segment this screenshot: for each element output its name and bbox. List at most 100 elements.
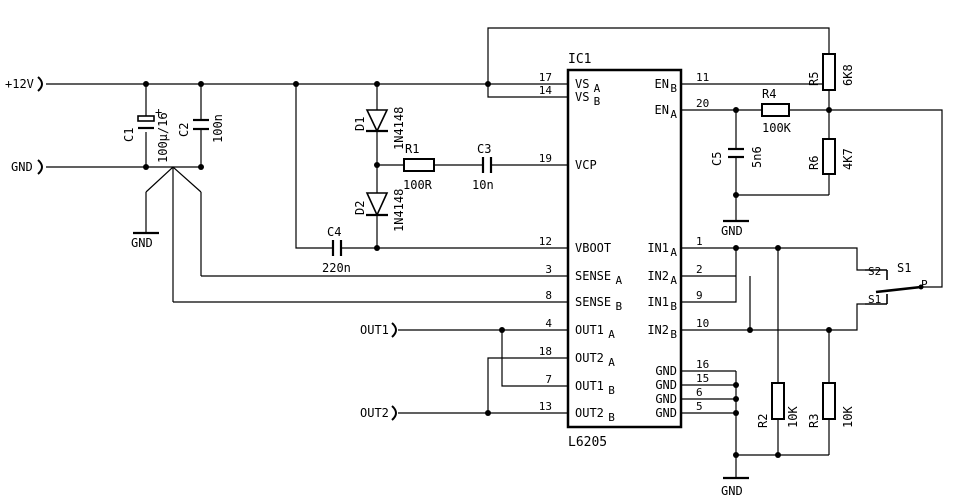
resistor-r6: R6 4K7 [807, 138, 855, 175]
ic-pin-label-left-3: VBOOT [575, 241, 611, 255]
ic-pin-sub-right-3: A [670, 274, 677, 287]
ic-pin-number-left-1: 14 [539, 84, 553, 97]
ic-pin-number-right-1: 20 [696, 97, 709, 110]
capacitor-c1: + C1 100µ/16 [122, 105, 170, 163]
ground-symbol-bottom: GND [721, 476, 749, 498]
ground-symbol-c5: GND [721, 219, 749, 238]
connector-out2-label: OUT2 [360, 406, 389, 420]
r2-value: 10K [786, 406, 800, 428]
ic-pin-number-left-8: 7 [545, 373, 552, 386]
c4-ref: C4 [327, 225, 341, 239]
ic-pin-sub-left-7: A [608, 356, 615, 369]
ic-pin-label-right-2: IN1 [647, 241, 669, 255]
switch-s1-contact-label: S1 [868, 293, 881, 306]
capacitor-c4: C4 220n [322, 225, 351, 275]
capacitor-c2: C2 100n [177, 114, 225, 143]
diode-d2: D2 1N4148 [353, 189, 406, 232]
ic-pin-sub-left-9: B [608, 411, 615, 424]
ic-pin-sub-right-0: B [670, 82, 677, 95]
resistor-r2: R2 10K [756, 382, 800, 428]
ic-pin-number-right-3: 2 [696, 263, 703, 276]
ic-pin-label-right-7: GND [655, 378, 677, 392]
ic-pin-label-left-8: OUT1 [575, 379, 604, 393]
switch-s2-contact-label: S2 [868, 265, 881, 278]
ic-pin-label-right-5: IN2 [647, 323, 669, 337]
ic-pin-number-right-6: 16 [696, 358, 709, 371]
r3-value: 10K [841, 406, 855, 428]
ic-pin-sub-right-4: B [670, 300, 677, 313]
ic1: IC1 L6205 [566, 52, 683, 450]
switch-p-contact-label: P [921, 278, 928, 291]
ic-pin-label-left-2: VCP [575, 158, 597, 172]
ic-pin-sub-right-5: B [670, 328, 677, 341]
d1-ref: D1 [353, 117, 367, 131]
ic-pin-sub-left-8: B [608, 384, 615, 397]
ic-pin-sub-left-5: B [616, 300, 623, 313]
ic-pin-label-right-9: GND [655, 406, 677, 420]
r5-ref: R5 [807, 72, 821, 86]
c1-polarity: + [155, 105, 162, 119]
d2-ref: D2 [353, 201, 367, 215]
switch-s1: S1 S2 S1 P [865, 261, 928, 306]
r2-ref: R2 [756, 414, 770, 428]
connector-gnd: GND [11, 159, 43, 175]
connector-out1: OUT1 [360, 322, 397, 338]
resistor-r5: R5 6K8 [807, 53, 855, 91]
c3-value: 10n [472, 178, 494, 192]
connector-out1-label: OUT1 [360, 323, 389, 337]
ground-bottom-label: GND [721, 484, 743, 498]
resistor-r4: R4 100K [761, 87, 792, 135]
r1-ref: R1 [405, 142, 419, 156]
c4-value: 220n [322, 261, 351, 275]
ic-pin-label-right-3: IN2 [647, 269, 669, 283]
ic-pin-number-right-7: 15 [696, 372, 709, 385]
ic-pin-label-left-0: VS [575, 77, 589, 91]
r4-ref: R4 [762, 87, 776, 101]
ic-pin-number-right-5: 10 [696, 317, 709, 330]
c2-ref: C2 [177, 123, 191, 137]
ic-pin-number-right-9: 5 [696, 400, 703, 413]
r6-ref: R6 [807, 156, 821, 170]
ic-pin-number-left-4: 3 [545, 263, 552, 276]
switch-s1-ref: S1 [897, 261, 911, 275]
diode-d1: D1 1N4148 [353, 107, 406, 150]
ic-pin-number-left-6: 4 [545, 317, 552, 330]
c5-value: 5n6 [750, 146, 764, 168]
ic-pin-label-left-5: SENSE [575, 295, 611, 309]
junctions [143, 81, 832, 458]
c1-value: 100µ/16 [156, 112, 170, 163]
ic-pin-label-right-1: EN [655, 103, 669, 117]
resistor-r3: R3 10K [807, 382, 855, 428]
ic-pin-sub-left-6: A [608, 328, 615, 341]
ground-left-label: GND [131, 236, 153, 250]
d2-value: 1N4148 [392, 189, 406, 232]
ic-pin-label-right-0: EN [655, 77, 669, 91]
c2-value: 100n [211, 114, 225, 143]
ic-pin-number-left-7: 18 [539, 345, 552, 358]
ic-pin-sub-left-0: A [594, 82, 601, 95]
r5-value: 6K8 [841, 64, 855, 86]
ic-pin-label-right-8: GND [655, 392, 677, 406]
ic-pin-number-left-5: 8 [545, 289, 552, 302]
resistor-r1: R1 100R [403, 142, 435, 192]
ground-symbol-left: GND [131, 231, 159, 250]
ic-pin-label-left-4: SENSE [575, 269, 611, 283]
ic-pin-number-left-0: 17 [539, 71, 552, 84]
ic-pin-number-right-2: 1 [696, 235, 703, 248]
connector-plus12v: +12V [5, 76, 43, 92]
c3-ref: C3 [477, 142, 491, 156]
ic-body [566, 68, 683, 429]
wires [46, 27, 943, 478]
ic-pin-label-right-4: IN1 [647, 295, 669, 309]
r3-ref: R3 [807, 414, 821, 428]
ic-pin-number-left-9: 13 [539, 400, 552, 413]
connector-out2: OUT2 [360, 405, 397, 421]
ic-pin-number-right-0: 11 [696, 71, 709, 84]
d1-value: 1N4148 [392, 107, 406, 150]
r1-value: 100R [403, 178, 433, 192]
ic-pin-sub-left-4: A [616, 274, 623, 287]
ic-pin-sub-right-2: A [670, 246, 677, 259]
r4-value: 100K [762, 121, 792, 135]
